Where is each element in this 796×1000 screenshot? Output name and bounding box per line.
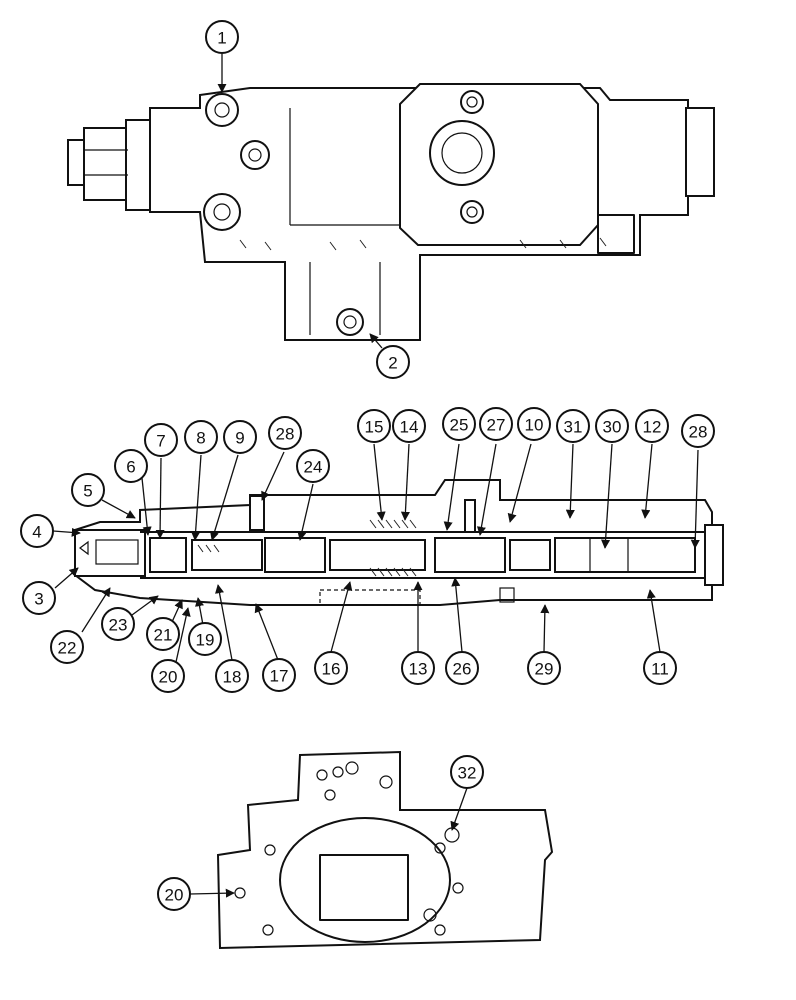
callout-section-20a: 20 (151, 659, 185, 693)
callout-label: 29 (535, 660, 554, 679)
callout-gasket-32: 32 (450, 755, 484, 789)
callout-section-7: 7 (144, 423, 178, 457)
callout-section-17: 17 (262, 658, 296, 692)
bolt-boss-bottom (460, 200, 484, 224)
callout-label: 23 (109, 616, 128, 635)
callout-section-28a: 28 (268, 416, 302, 450)
bolt-lower-left (203, 193, 241, 231)
gasket-plate-view (216, 750, 554, 950)
callout-section-15: 15 (357, 409, 391, 443)
callout-label: 30 (603, 418, 622, 437)
callout-section-27: 27 (479, 407, 513, 441)
section-view-valve-assembly (74, 479, 724, 606)
callout-section-6: 6 (114, 449, 148, 483)
callout-label: 20 (159, 668, 178, 687)
callout-label: 7 (156, 432, 165, 451)
callout-section-26: 26 (445, 651, 479, 685)
callout-top-2: 2 (376, 345, 410, 379)
callout-label: 16 (322, 660, 341, 679)
callout-label: 26 (453, 660, 472, 679)
callout-section-11: 11 (643, 651, 677, 685)
callout-label: 32 (458, 764, 477, 783)
callout-label: 12 (643, 418, 662, 437)
callout-label: 21 (154, 626, 173, 645)
callout-label: 22 (58, 639, 77, 658)
callout-section-22: 22 (50, 630, 84, 664)
callout-section-13: 13 (401, 651, 435, 685)
callout-label: 15 (365, 418, 384, 437)
callout-label: 8 (196, 429, 205, 448)
top-view-valve-body (67, 83, 715, 341)
callout-section-23: 23 (101, 607, 135, 641)
callout-label: 17 (270, 667, 289, 686)
callout-label: 31 (564, 418, 583, 437)
callout-label: 19 (196, 631, 215, 650)
callout-label: 6 (126, 458, 135, 477)
callout-label: 28 (689, 423, 708, 442)
callout-label: 25 (450, 416, 469, 435)
callout-label: 3 (34, 590, 43, 609)
callout-section-8: 8 (184, 420, 218, 454)
callout-section-16: 16 (314, 651, 348, 685)
callout-section-4: 4 (20, 514, 54, 548)
callout-section-19: 19 (188, 622, 222, 656)
callout-section-21: 21 (146, 617, 180, 651)
callout-label: 18 (223, 668, 242, 687)
callout-gasket-20: 20 (157, 877, 191, 911)
callout-label: 10 (525, 416, 544, 435)
callout-section-3: 3 (22, 581, 56, 615)
callout-label: 28 (276, 425, 295, 444)
callout-section-18: 18 (215, 659, 249, 693)
bolt-center (240, 140, 270, 170)
callout-label: 24 (304, 458, 323, 477)
callout-label: 14 (400, 418, 419, 437)
leader-lines (52, 54, 700, 898)
callout-section-24: 24 (296, 449, 330, 483)
callout-section-10: 10 (517, 407, 551, 441)
callout-section-30: 30 (595, 409, 629, 443)
callout-label: 2 (388, 354, 397, 373)
callout-label: 11 (651, 660, 669, 679)
callout-label: 1 (217, 29, 226, 48)
callout-section-29: 29 (527, 651, 561, 685)
bolt-upper-left (205, 93, 239, 127)
callout-section-31: 31 (556, 409, 590, 443)
callout-section-12: 12 (635, 409, 669, 443)
callout-label: 13 (409, 660, 428, 679)
callout-section-28b: 28 (681, 414, 715, 448)
callout-section-9: 9 (223, 420, 257, 454)
callout-label: 20 (165, 886, 184, 905)
bolt-boss-top (460, 90, 484, 114)
callout-label: 9 (235, 429, 244, 448)
callout-section-5: 5 (71, 473, 105, 507)
callout-label: 4 (32, 523, 41, 542)
callout-label: 5 (83, 482, 92, 501)
callout-section-14: 14 (392, 409, 426, 443)
callout-top-1: 1 (205, 20, 239, 54)
callout-section-25: 25 (442, 407, 476, 441)
callout-label: 27 (487, 416, 506, 435)
bolt-lower-tab (336, 308, 364, 336)
